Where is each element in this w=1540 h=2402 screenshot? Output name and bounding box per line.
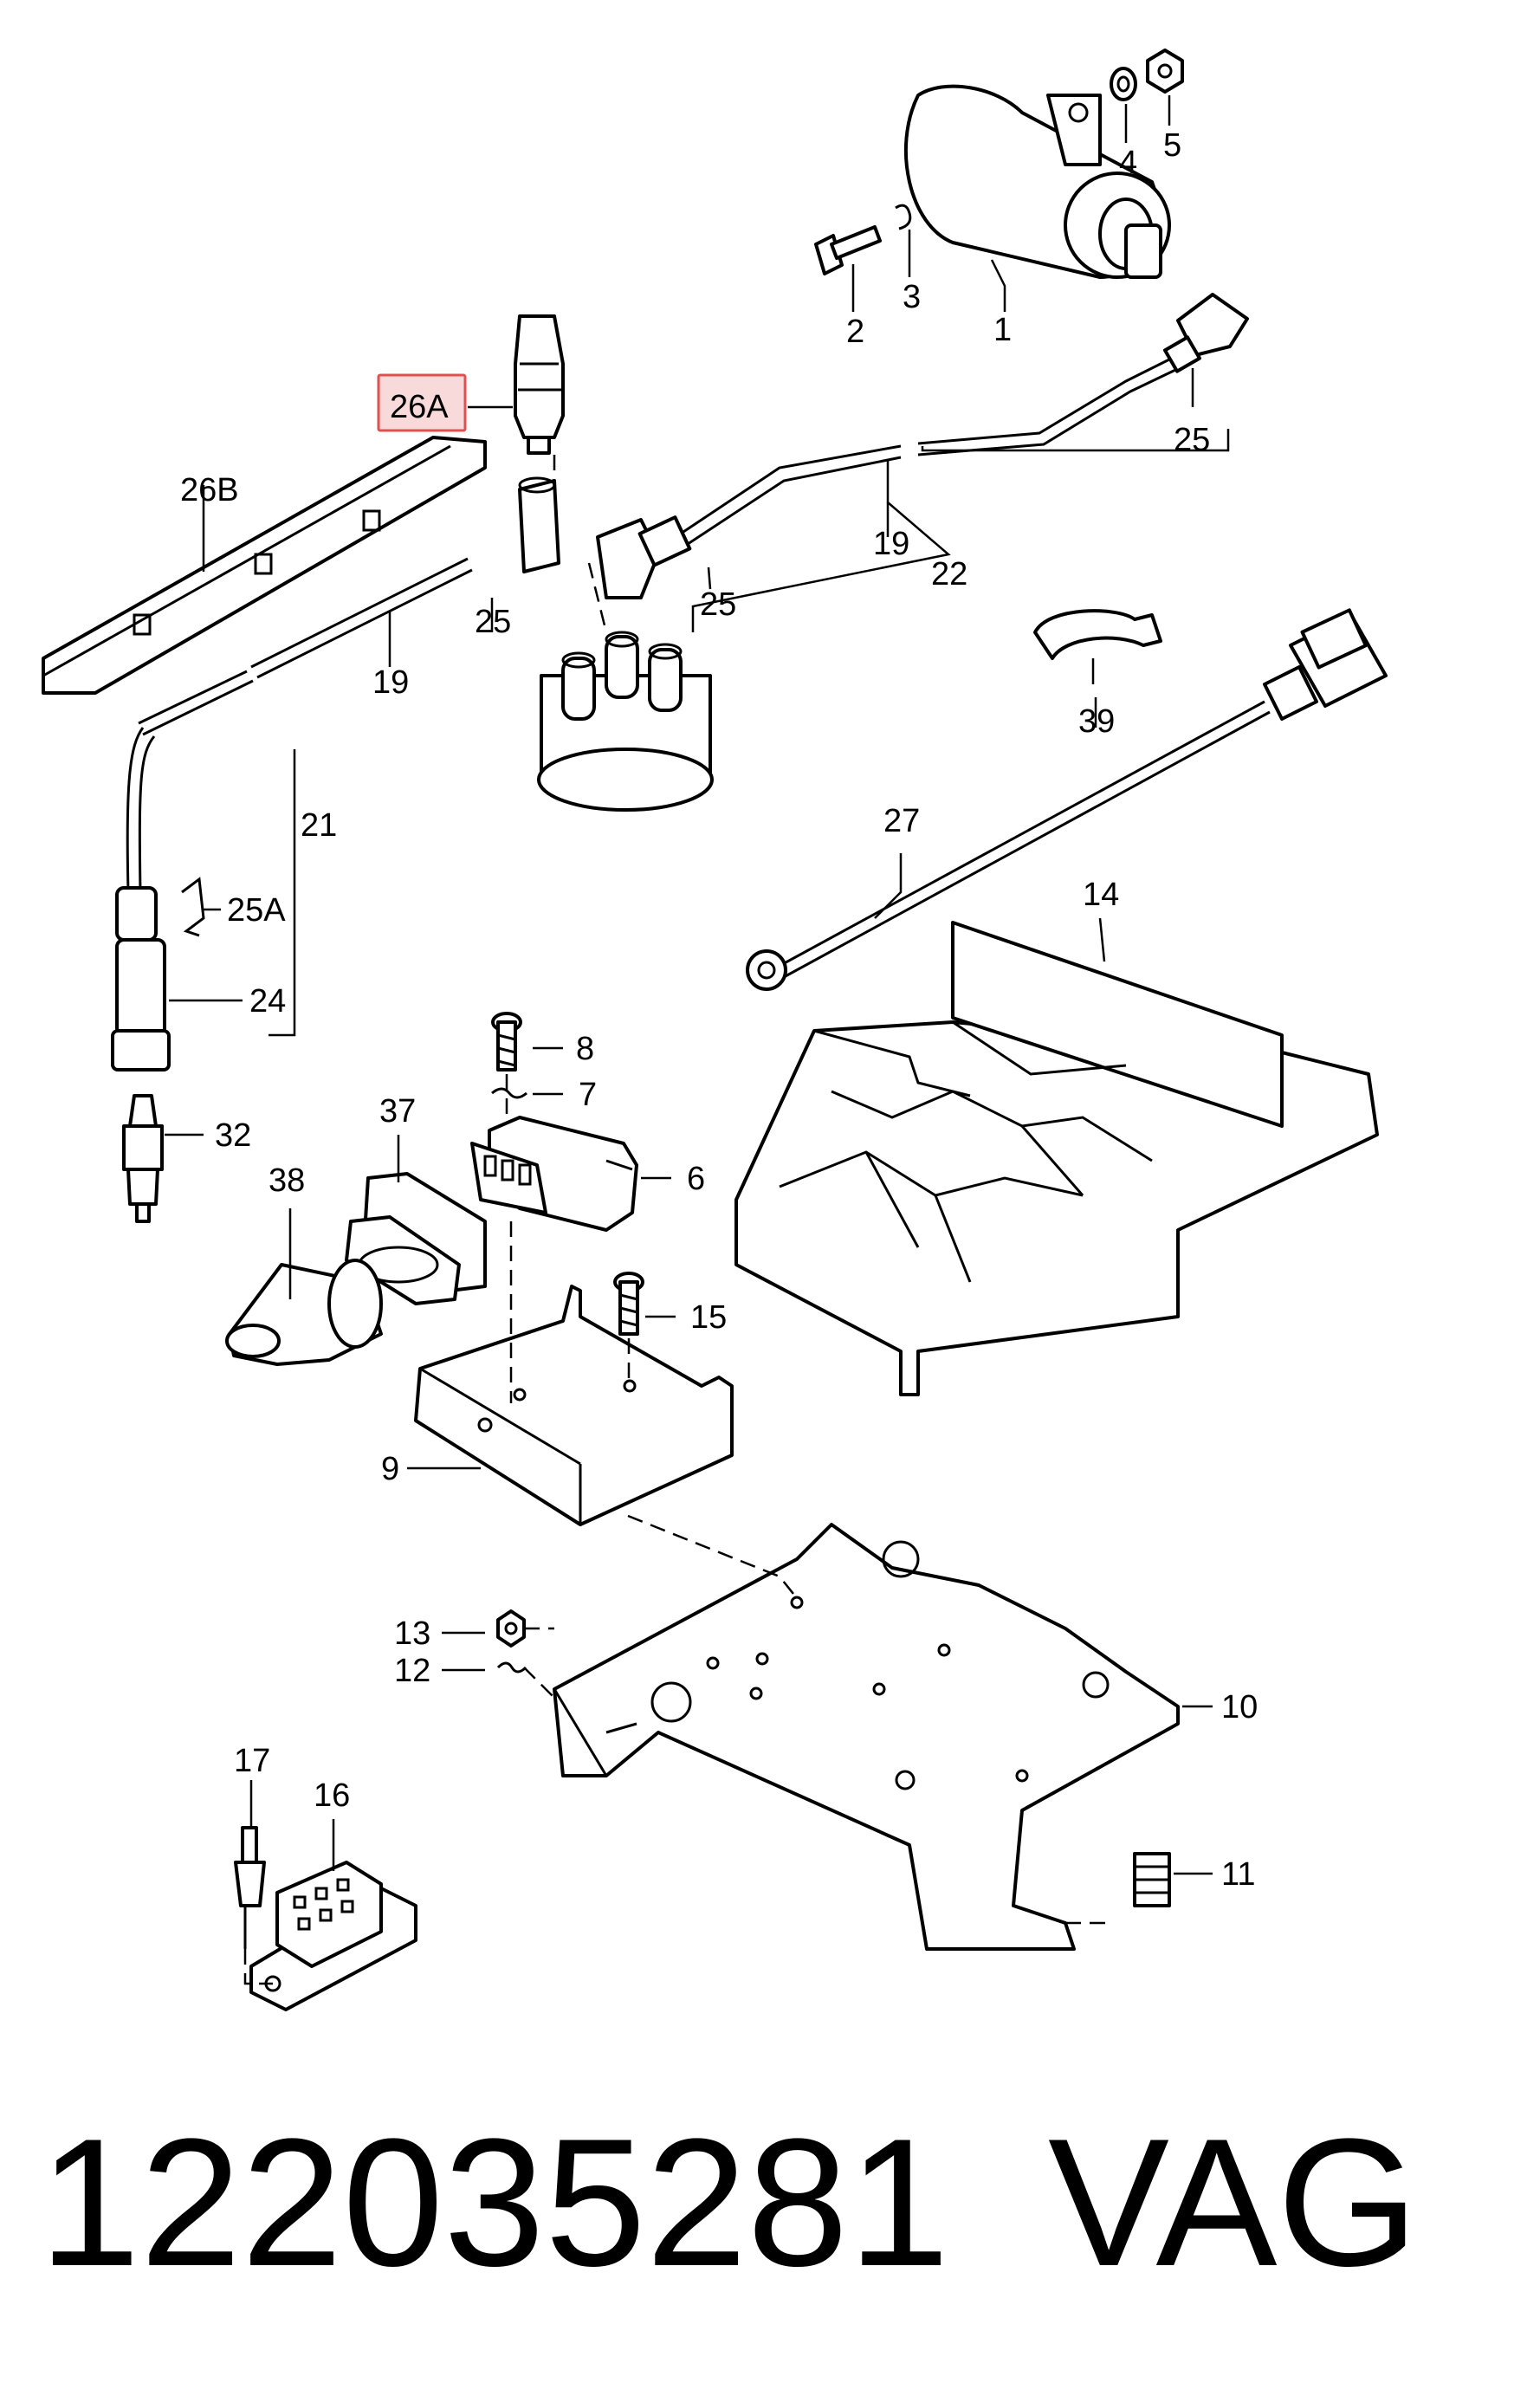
callout-8: 8 [576, 1031, 594, 1067]
callout-10: 10 [1221, 1689, 1258, 1725]
spring-washer-3 [895, 204, 912, 230]
screw-15 [613, 1272, 644, 1336]
washer-7 [491, 1087, 527, 1099]
stud-17 [234, 1826, 266, 1949]
callout-17: 17 [234, 1743, 270, 1779]
callout-13: 13 [394, 1615, 430, 1652]
callout-3: 3 [903, 279, 921, 315]
callout-26A: 26A [390, 389, 449, 425]
spark-plug-26A [514, 314, 565, 455]
bolt-2 [814, 225, 882, 275]
washer-12 [496, 1661, 527, 1674]
leader-lines [165, 95, 1230, 1875]
profile-strip-26B [42, 436, 487, 695]
nut-13 [496, 1609, 526, 1648]
callout-14: 14 [1083, 877, 1119, 913]
callout-7: 7 [579, 1077, 597, 1113]
callout-2: 2 [846, 314, 864, 350]
callout-25A: 25A [227, 892, 286, 929]
callout-24: 24 [249, 983, 286, 1020]
clip-25A [181, 877, 205, 937]
callout-12: 12 [394, 1653, 430, 1689]
distributor-cap [537, 631, 714, 812]
spark-plug-connector-25-right [1163, 293, 1249, 373]
spark-plug-32 [122, 1094, 164, 1223]
callout-26B: 26B [180, 472, 239, 508]
callout-22: 22 [931, 556, 967, 592]
callout-25-mid: 25 [700, 586, 736, 623]
rubber-boot-38 [225, 1259, 383, 1366]
lambda-probe-24 [111, 886, 171, 1072]
callout-9: 9 [381, 1451, 399, 1487]
sensor-cable-27 [746, 608, 1388, 991]
callout-25-left: 25 [475, 604, 511, 640]
part-number: 122035281 [39, 2101, 949, 2304]
callout-32: 32 [215, 1117, 251, 1154]
callout-21: 21 [301, 807, 337, 844]
callout-highlight-26A [377, 373, 467, 432]
grommet-11 [1133, 1852, 1171, 1907]
distributor-connector-left [518, 476, 560, 573]
ignition-coil [903, 84, 1171, 279]
callout-38: 38 [269, 1162, 305, 1199]
ignition-lead-19-left [126, 557, 473, 893]
callout-11: 11 [1221, 1856, 1255, 1893]
nut-5 [1146, 49, 1184, 94]
assembly-lines [243, 455, 1109, 1985]
cable-tie-39 [1033, 609, 1162, 660]
callout-27: 27 [883, 803, 920, 839]
ignition-lead-19-top [675, 349, 1193, 549]
control-unit-6 [470, 1116, 638, 1232]
base-plate-10 [553, 1523, 1180, 1951]
connector-housing-37 [345, 1172, 487, 1305]
callout-19-left: 19 [372, 664, 409, 701]
bracket-9 [414, 1285, 734, 1526]
callout-15: 15 [690, 1299, 727, 1336]
washer-4 [1110, 67, 1137, 101]
callout-4: 4 [1119, 145, 1137, 181]
callout-5: 5 [1163, 127, 1181, 164]
spark-plug-connector-25-mid [596, 515, 692, 599]
cover-tray-14 [734, 921, 1379, 1396]
callout-37: 37 [379, 1093, 416, 1130]
callout-39: 39 [1078, 703, 1115, 740]
screw-8 [491, 1012, 522, 1072]
callout-25-top-right: 25 [1174, 422, 1210, 458]
callout-1: 1 [993, 312, 1012, 348]
callout-16: 16 [314, 1777, 350, 1814]
callout-6: 6 [687, 1161, 705, 1197]
brand-name: VAG [1048, 2101, 1419, 2304]
fuse-holder-16 [249, 1861, 417, 2011]
callout-19-top: 19 [873, 526, 909, 562]
callout-labels: 1 2 3 4 5 25 26A 26B 19 22 25 25 19 21 2… [180, 127, 1258, 1893]
